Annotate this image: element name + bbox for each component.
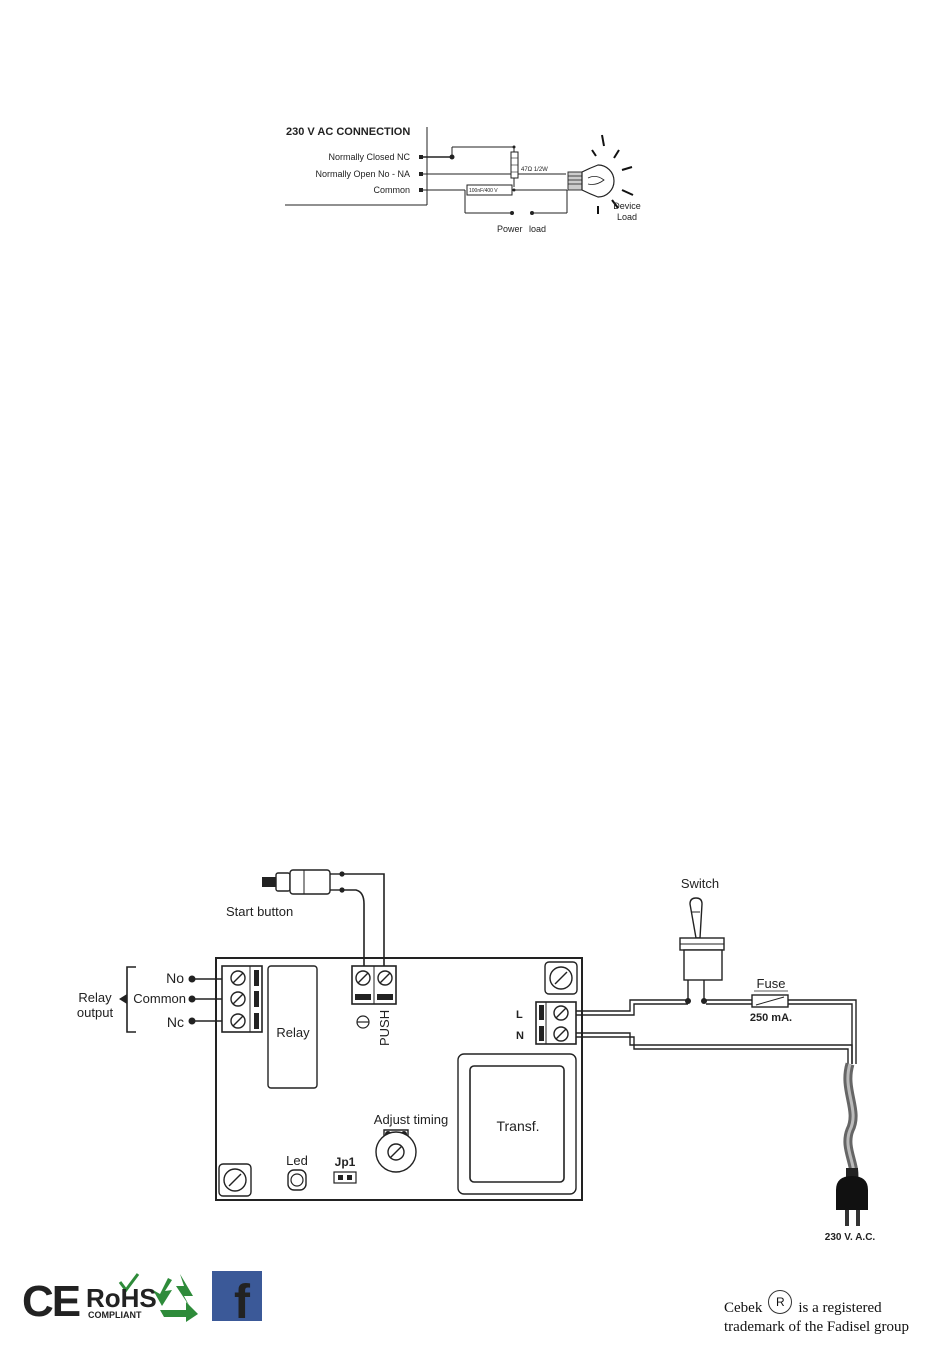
capacitor-label: 100nF/400 V — [469, 188, 498, 194]
common-label: Common — [373, 185, 410, 195]
trademark-text-1: is a registered — [798, 1300, 882, 1316]
relay-output-label-1: Relay — [78, 990, 112, 1005]
plug-icon — [836, 1168, 868, 1226]
mounting-hole-bottom — [218, 1163, 252, 1197]
no-terminal-label: No — [166, 970, 184, 986]
ce-mark-text: CE — [22, 1277, 80, 1326]
terminal-l-label: L — [516, 1009, 523, 1021]
rohs-logo: RoHS COMPLIANT — [86, 1273, 157, 1320]
bracket-pointer — [119, 994, 127, 1004]
jp1-label: Jp1 — [335, 1155, 356, 1169]
mains-terminal-block — [535, 1001, 577, 1045]
relay-output-label-2: output — [77, 1005, 114, 1020]
rohs-compliant-text: COMPLIANT — [88, 1310, 142, 1320]
load-label-2: Load — [617, 212, 637, 222]
mains-voltage-label: 230 V. A.C. — [825, 1232, 876, 1243]
fuse-rating-label: 250 mA. — [750, 1012, 792, 1024]
facebook-f: f — [234, 1276, 251, 1329]
fuse-label: Fuse — [757, 976, 786, 991]
terminal-n-label: N — [516, 1030, 524, 1042]
adjust-timing-label: Adjust timing — [374, 1112, 448, 1127]
load-label: load — [529, 224, 546, 234]
ground-symbol-icon — [356, 1015, 370, 1029]
mounting-hole-top — [544, 961, 578, 995]
ce-mark-logo: CE — [22, 1277, 82, 1326]
switch-label: Switch — [681, 876, 719, 891]
potentiometer-icon — [375, 1129, 417, 1173]
recycle-icon — [153, 1274, 198, 1322]
registered-mark-icon: R — [768, 1290, 793, 1314]
capacitor-symbol — [466, 184, 513, 196]
pcb-board — [215, 957, 583, 1201]
start-button-wires — [344, 873, 385, 966]
common-terminal-label: Common — [133, 991, 186, 1006]
push-terminal-block — [351, 965, 397, 1005]
trademark-line-2: trademark of the Fadisel group — [724, 1319, 909, 1335]
transformer-component — [457, 1053, 577, 1195]
relay-label: Relay — [276, 1025, 310, 1040]
relay-output-dots — [188, 975, 196, 1025]
power-label: Power — [497, 224, 523, 234]
ac-connection-title: 230 V AC CONNECTION — [286, 126, 410, 138]
device-label: Device — [613, 201, 641, 211]
nc-terminal-label: Nc — [167, 1014, 184, 1030]
mains-wiring — [576, 999, 857, 1064]
resistor-label: 47Ω 1/2W — [521, 167, 548, 173]
ac-connection-diagram — [285, 127, 568, 214]
no-label: Normally Open No - NA — [315, 169, 410, 179]
toggle-switch-icon — [679, 897, 725, 1004]
jumper-jp1-icon — [333, 1171, 357, 1184]
start-button-icon — [262, 869, 345, 895]
fuse-icon — [751, 994, 789, 1008]
facebook-logo: f — [212, 1271, 262, 1329]
relay-output-terminal-block — [221, 965, 263, 1033]
led-icon — [287, 1169, 307, 1191]
start-button-label: Start button — [226, 904, 293, 919]
bulb-icon — [567, 164, 615, 198]
terminal-dots — [419, 145, 534, 215]
rohs-text: RoHS — [86, 1283, 157, 1313]
resistor-symbol — [510, 151, 519, 179]
brand-name: Cebek — [724, 1300, 763, 1316]
transformer-label: Transf. — [496, 1118, 539, 1134]
relay-output-wires — [192, 978, 222, 1022]
relay-component — [267, 965, 318, 1089]
bulb-rays — [591, 134, 634, 214]
led-label: Led — [286, 1153, 308, 1168]
nc-label: Normally Closed NC — [328, 152, 410, 162]
push-label: PUSH — [377, 1010, 392, 1046]
